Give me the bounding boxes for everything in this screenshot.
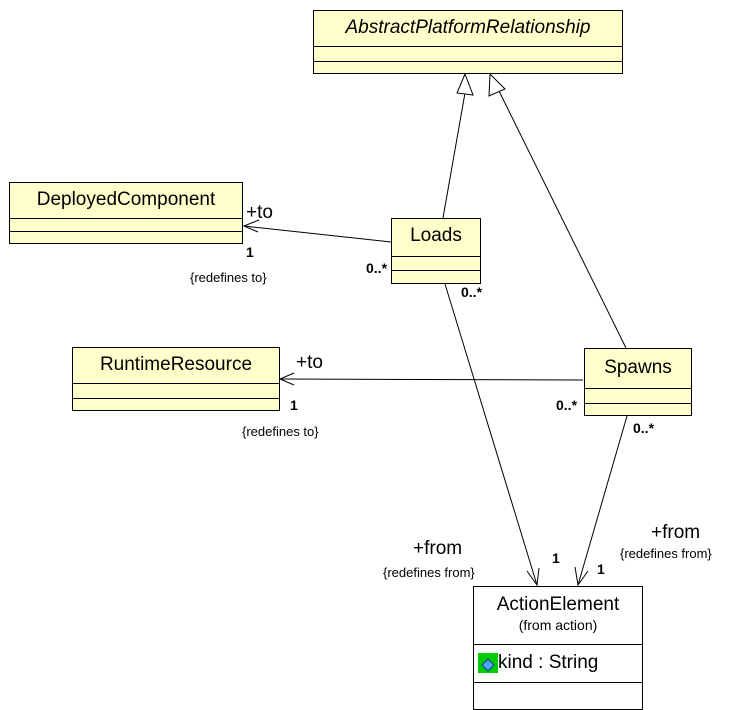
deployed-constraint: {redefines to}	[190, 270, 267, 285]
operations-compartment	[10, 232, 242, 244]
generalization-line-spawns	[498, 90, 627, 349]
class-name: Spawns	[585, 349, 691, 389]
from-left-role-label: +from	[413, 538, 463, 559]
from-right-role-label: +from	[651, 522, 701, 543]
generalization-arrow-spawns	[488, 72, 506, 97]
association-line-loads-action	[444, 283, 538, 586]
from-right-multiplicity: 1	[597, 561, 605, 577]
operations-compartment	[392, 271, 480, 284]
class-stereotype: (from action)	[518, 617, 598, 633]
association-line-loads-deployed	[243, 225, 392, 243]
operations-compartment	[73, 399, 279, 411]
from-left-constraint: {redefines from}	[383, 565, 475, 580]
deployed-multiplicity: 1	[246, 244, 254, 260]
runtime-multiplicity: 1	[290, 397, 298, 413]
class-loads[interactable]: Loads	[391, 218, 481, 284]
class-header: ActionElement (from action)	[474, 587, 642, 645]
spawns-bottom-multiplicity: 0..*	[633, 420, 655, 436]
class-runtime-resource[interactable]: RuntimeResource	[72, 347, 280, 411]
runtime-constraint: {redefines to}	[242, 424, 319, 439]
generalization-line-loads	[442, 92, 466, 219]
attributes-compartment	[314, 47, 622, 62]
generalization-arrow-loads	[456, 72, 474, 96]
attributes-compartment	[73, 384, 279, 399]
deployed-role-label: +to	[246, 202, 273, 223]
operations-compartment	[314, 62, 622, 74]
attribute-icon	[478, 653, 498, 673]
operations-compartment	[585, 404, 691, 416]
class-name: AbstractPlatformRelationship	[314, 11, 622, 47]
from-right-constraint: {redefines from}	[620, 546, 712, 561]
attributes-compartment	[392, 257, 480, 271]
class-spawns[interactable]: Spawns	[584, 348, 692, 416]
attributes-compartment: kind : String	[474, 645, 642, 683]
association-line-spawns-action	[577, 415, 628, 586]
class-action-element[interactable]: ActionElement (from action) kind : Strin…	[473, 586, 643, 710]
class-name: DeployedComponent	[10, 183, 242, 219]
class-abstract-platform-relationship[interactable]: AbstractPlatformRelationship	[313, 10, 623, 74]
arrowhead-action-right	[574, 566, 589, 587]
arrowhead-runtime	[278, 372, 295, 386]
class-name: ActionElement	[496, 594, 620, 615]
loads-bottom-multiplicity: 0..*	[461, 284, 483, 300]
class-name: Loads	[392, 219, 480, 257]
class-name: RuntimeResource	[73, 348, 279, 384]
arrowhead-deployed	[242, 219, 260, 233]
from-left-multiplicity: 1	[552, 550, 560, 566]
spawns-left-multiplicity: 0..*	[556, 397, 578, 413]
attribute-kind: kind : String	[498, 652, 599, 673]
attributes-compartment	[585, 389, 691, 404]
loads-left-multiplicity: 0..*	[366, 260, 388, 276]
attributes-compartment	[10, 219, 242, 232]
arrowhead-action-left	[526, 567, 540, 587]
class-deployed-component[interactable]: DeployedComponent	[9, 182, 243, 244]
runtime-role-label: +to	[296, 352, 323, 373]
association-line-spawns-runtime	[279, 378, 584, 381]
